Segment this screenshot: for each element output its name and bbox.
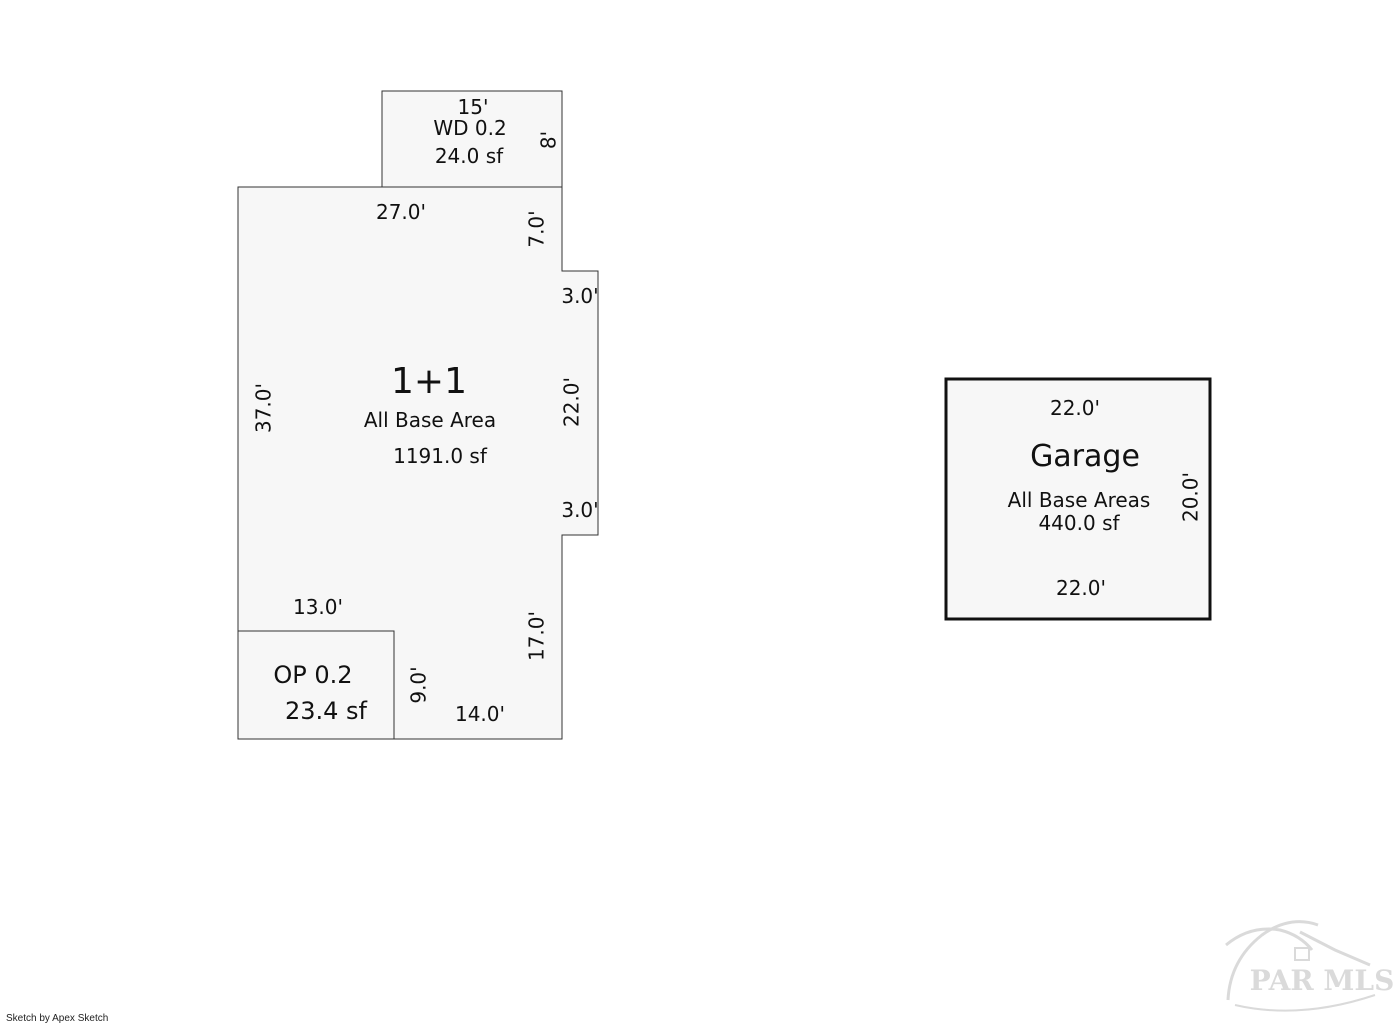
deck-outline bbox=[381, 90, 563, 188]
garage-title: Garage bbox=[1030, 439, 1140, 474]
main-dim-right-upper: 7.0' bbox=[525, 210, 549, 247]
garage-outline bbox=[944, 377, 1212, 621]
deck-dim-top: 15' bbox=[458, 95, 489, 119]
main-dim-right-lower: 17.0' bbox=[525, 611, 549, 661]
main-dim-top: 27.0' bbox=[376, 200, 426, 224]
sketch-credit: Sketch by Apex Sketch bbox=[6, 1013, 109, 1024]
main-dim-bottom: 14.0' bbox=[455, 702, 505, 726]
mls-logo-text: PAR MLS bbox=[1250, 964, 1395, 997]
porch-title: OP 0.2 bbox=[273, 661, 352, 689]
main-subtitle: All Base Area bbox=[364, 408, 496, 432]
mls-logo-watermark: PAR MLS bbox=[1225, 920, 1395, 1012]
garage-dim-bottom: 22.0' bbox=[1056, 576, 1106, 600]
main-dim-cut-top: 13.0' bbox=[293, 595, 343, 619]
main-area-sf: 1191.0 sf bbox=[393, 444, 488, 468]
deck-dim-side: 8' bbox=[537, 131, 561, 149]
main-dim-bump-top: 3.0' bbox=[561, 284, 598, 308]
main-dim-bump-side: 22.0' bbox=[560, 377, 584, 427]
garage-dim-top: 22.0' bbox=[1050, 396, 1100, 420]
garage-dim-side: 20.0' bbox=[1179, 472, 1203, 522]
main-dim-cut-side: 9.0' bbox=[407, 666, 431, 703]
deck-title: WD 0.2 bbox=[433, 116, 506, 140]
porch-outline bbox=[237, 630, 395, 740]
deck-area: 24.0 sf bbox=[435, 144, 504, 168]
main-dim-left: 37.0' bbox=[252, 383, 276, 433]
garage-area: 440.0 sf bbox=[1038, 511, 1120, 535]
garage-subtitle: All Base Areas bbox=[1008, 488, 1151, 512]
main-title: 1+1 bbox=[391, 361, 467, 402]
porch-area: 23.4 sf bbox=[285, 697, 368, 725]
main-dim-bump-bottom: 3.0' bbox=[561, 498, 598, 522]
